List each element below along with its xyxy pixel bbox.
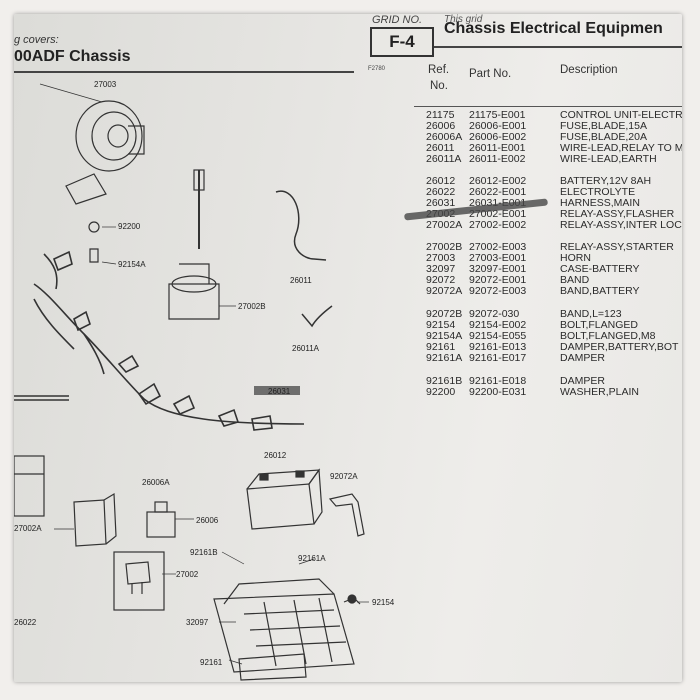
grid-note: This grid <box>444 14 483 25</box>
label-92200: 92200 <box>118 222 141 231</box>
label-26011A: 26011A <box>292 344 319 353</box>
main-harness-part <box>14 250 305 431</box>
photo-frame: g covers: 00ADF Chassis GRID NO. This gr… <box>14 14 682 682</box>
label-26006: 26006 <box>196 516 219 525</box>
table-header-rule <box>414 106 682 107</box>
horn-part <box>39 83 145 205</box>
parts-catalog-page: g covers: 00ADF Chassis GRID NO. This gr… <box>14 14 682 682</box>
column-header-part: Part No. <box>469 68 512 80</box>
label-32097: 32097 <box>186 618 209 627</box>
label-26031: 26031 <box>268 387 291 396</box>
column-header-ref: Ref. <box>428 64 450 76</box>
label-27002A: 27002A <box>14 524 42 533</box>
marker-stroke-diagram <box>254 386 300 395</box>
parts-diagram <box>14 83 369 681</box>
starter-relay-part <box>168 169 236 320</box>
label-92072A: 92072A <box>330 472 358 481</box>
chassis-heading: 00ADF Chassis <box>14 48 131 65</box>
label-26006A: 26006A <box>142 478 170 487</box>
figure-code: F2780 <box>368 66 386 72</box>
column-header-ref-no: No. <box>430 80 448 92</box>
label-92161A: 92161A <box>298 554 326 563</box>
label-92161B: 92161B <box>190 548 218 557</box>
label-26011: 26011 <box>290 276 312 285</box>
covers-heading: g covers: <box>14 34 59 46</box>
label-27003: 27003 <box>94 80 117 89</box>
label-27002B: 27002B <box>238 302 266 311</box>
section-title: Chassis Electrical Equipmen <box>444 20 663 37</box>
battery-part <box>246 468 323 530</box>
label-26022: 26022 <box>14 618 37 627</box>
grid-label: GRID NO. <box>372 14 423 26</box>
header-rule <box>14 71 354 73</box>
label-92161: 92161 <box>200 658 223 667</box>
battery-case-part <box>213 578 361 673</box>
label-26012: 26012 <box>264 451 287 460</box>
label-27002: 27002 <box>176 570 199 579</box>
column-header-description: Description <box>560 64 618 76</box>
label-92154: 92154 <box>372 598 395 607</box>
grid-number-box: F-4 <box>370 27 434 57</box>
label-92154A: 92154A <box>118 260 146 269</box>
title-rule <box>434 46 682 48</box>
